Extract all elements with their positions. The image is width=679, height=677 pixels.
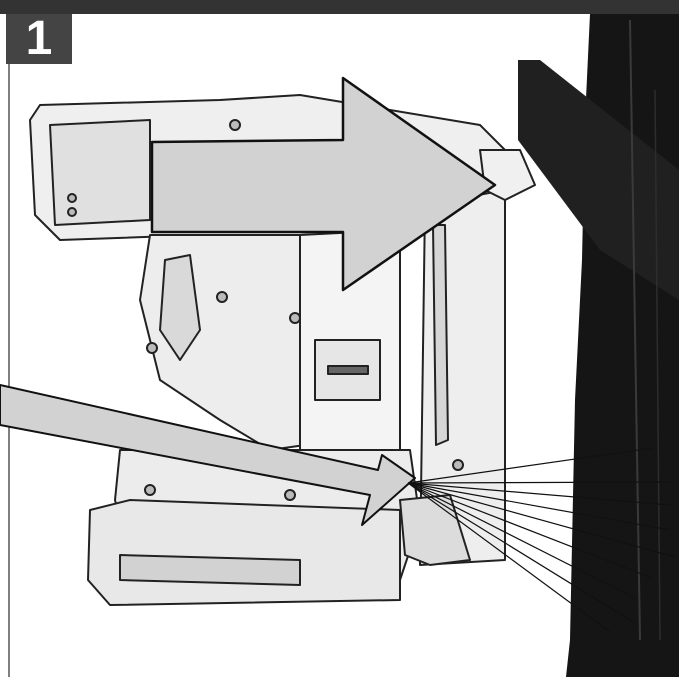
brad-nailer bbox=[29, 94, 536, 606]
callout-leader-lines bbox=[407, 447, 676, 633]
contact-pointer-arrow bbox=[0, 384, 416, 526]
workpiece-wall bbox=[518, 14, 679, 677]
push-arrow bbox=[150, 76, 497, 292]
step-number-badge: 1 bbox=[6, 14, 72, 64]
top-frame-bar bbox=[0, 0, 679, 14]
